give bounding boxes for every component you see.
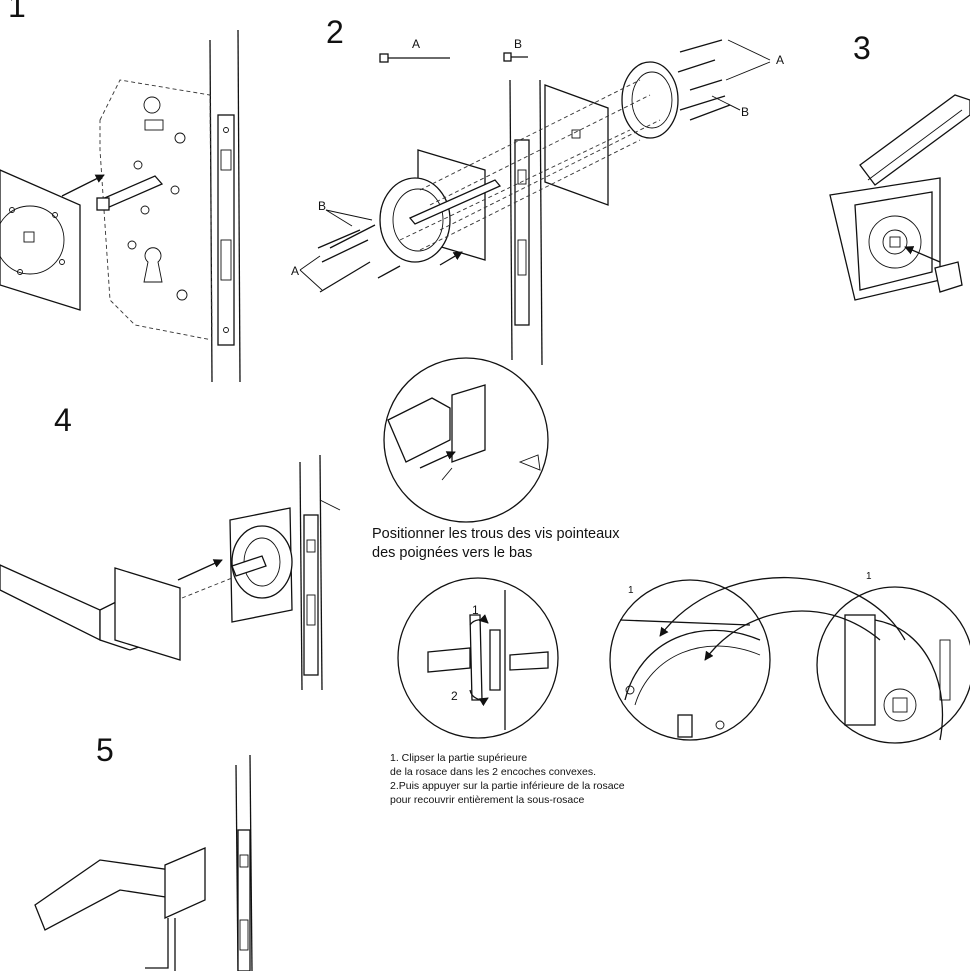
step-number-4: 4 <box>54 402 72 438</box>
callout-marker-left: 1 <box>628 585 634 596</box>
rotate-step-one: 1 <box>472 603 479 617</box>
clip-arrows <box>659 576 906 661</box>
caption-line: Positionner les trous des vis pointeaux <box>372 526 620 542</box>
caption-line: 1. Clipser la partie supérieure <box>390 752 528 764</box>
zoom-detail-screw-position <box>383 357 549 523</box>
callout-marker-right: 1 <box>866 571 872 582</box>
legend-label-a: A <box>412 37 421 51</box>
label-b-left: B <box>318 199 327 213</box>
legend-label-b: B <box>514 37 523 51</box>
caption-line: de la rosace dans les 2 encoches convexe… <box>390 766 597 778</box>
step1-illustration <box>0 29 241 383</box>
caption-line: des poignées vers le bas <box>372 545 533 561</box>
position-screws-caption: Positionner les trous des vis pointeaux … <box>372 525 619 563</box>
step-number-3: 3 <box>853 30 871 66</box>
step-number-5: 5 <box>96 732 114 768</box>
clip-detail-left <box>609 579 771 741</box>
rotate-detail <box>397 577 559 739</box>
step-number-1: 1 <box>8 0 26 24</box>
caption-line: 2.Puis appuyer sur la partie inférieure … <box>390 780 625 792</box>
step4-illustration <box>0 454 341 691</box>
clip-rosette-caption: 1. Clipser la partie supérieure de la ro… <box>390 751 625 807</box>
label-a-right: A <box>776 53 785 67</box>
rotate-step-two: 2 <box>451 689 458 703</box>
step-number-2: 2 <box>326 14 344 50</box>
label-a-left: A <box>291 264 300 278</box>
step5-illustration <box>34 754 253 971</box>
label-b-right: B <box>741 105 750 119</box>
step3-illustration <box>829 94 970 301</box>
step2-illustration <box>299 39 771 366</box>
caption-line: pour recouvrir entièrement la sous-rosac… <box>390 794 585 806</box>
clip-detail-right <box>816 586 970 744</box>
